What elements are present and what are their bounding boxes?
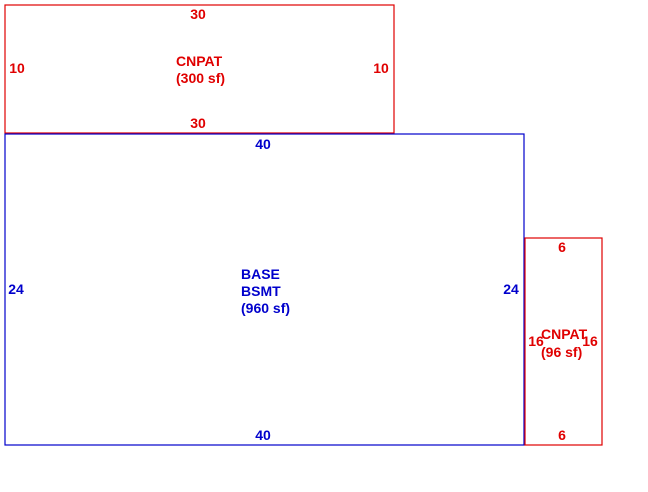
base-dim-right: 24	[503, 281, 519, 297]
cnpat-top-dim-right: 10	[373, 60, 389, 76]
cnpat-side-area-label: (96 sf)	[541, 344, 582, 360]
cnpat-side-dim-bottom: 6	[558, 427, 566, 443]
base-dim-left: 24	[8, 281, 24, 297]
base-name-line2: BSMT	[241, 283, 281, 299]
cnpat-side-outline	[524, 237, 603, 446]
base-name-line1: BASE	[241, 266, 280, 282]
cnpat-top-outline	[4, 4, 395, 134]
cnpat-top-area-label: (300 sf)	[176, 70, 225, 86]
cnpat-side-dim-left: 16	[528, 333, 544, 349]
base-outline	[4, 133, 525, 446]
base-area-label: (960 sf)	[241, 300, 290, 316]
cnpat-top-dim-left: 10	[9, 60, 25, 76]
cnpat-side-dim-top: 6	[558, 239, 566, 255]
cnpat-side-name: CNPAT	[541, 326, 588, 342]
base-area: 40 40 24 24 BASE BSMT (960 sf)	[4, 133, 525, 446]
base-dim-top: 40	[255, 136, 271, 152]
base-dim-bottom: 40	[255, 427, 271, 443]
cnpat-top-name: CNPAT	[176, 53, 223, 69]
cnpat-side-dim-right: 16	[582, 333, 598, 349]
cnpat-side-area: 6 6 16 16 CNPAT (96 sf)	[524, 237, 603, 446]
cnpat-top-area: 30 30 10 10 CNPAT (300 sf)	[4, 4, 395, 134]
cnpat-top-dim-top: 30	[190, 6, 206, 22]
cnpat-top-dim-bottom: 30	[190, 115, 206, 131]
